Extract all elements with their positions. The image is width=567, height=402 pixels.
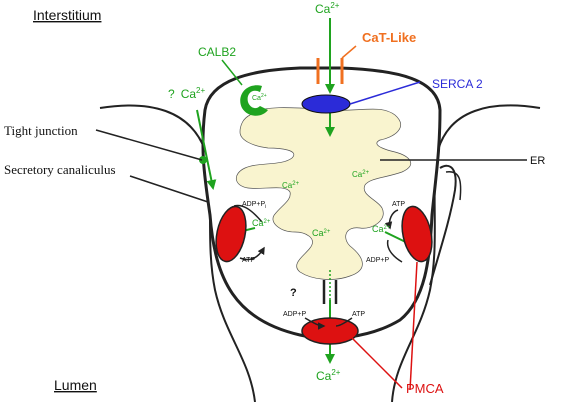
ca-right-pump: Ca2+	[372, 224, 391, 234]
right-adp-label: ADP+P	[366, 257, 389, 264]
bottom-atp-arc	[335, 317, 353, 327]
left-adp-label: ADP+Pi	[242, 201, 266, 210]
svg-text:Ca2+: Ca2+	[315, 1, 340, 16]
ca-left-pump: Ca2+	[252, 218, 271, 228]
right-atp-arc	[384, 209, 399, 230]
interstitium-label: Interstitium	[33, 7, 101, 23]
svg-text:Ca2+: Ca2+	[252, 218, 271, 228]
cat-like-channel	[316, 58, 344, 84]
ca-bottom: Ca2+	[316, 368, 341, 383]
left-adp-arc	[239, 246, 265, 261]
ca-top: Ca2+	[315, 1, 340, 16]
bottom-question-label: ?	[290, 287, 297, 299]
svg-text:ADP+Pi: ADP+Pi	[242, 201, 266, 210]
svg-text:Ca2+: Ca2+	[312, 228, 331, 238]
calb2-pointer	[221, 59, 243, 86]
tight-junction-dot	[199, 156, 207, 164]
secretory-canaliculus-pointer	[129, 175, 209, 203]
svg-text:Ca2+: Ca2+	[316, 368, 341, 383]
apical-channel	[322, 280, 338, 304]
svg-text:?Ca2+: ?Ca2+	[168, 86, 205, 101]
ca-er-1: Ca2+	[282, 181, 300, 190]
cat-like-pointer	[341, 45, 357, 59]
bottom-adp-label: ADP+P	[283, 311, 306, 318]
pmca-pointer-bottom	[351, 337, 403, 389]
pmca-pointer-right	[409, 261, 418, 391]
svg-text:Ca2+: Ca2+	[352, 170, 370, 179]
er-label: ER	[530, 155, 545, 167]
tight-junction-label: Tight junction	[4, 123, 78, 138]
ca-calb2: Ca2+	[252, 93, 267, 102]
ca-er-2: Ca2+	[352, 170, 370, 179]
svg-text:Ca2+: Ca2+	[282, 181, 300, 190]
serca2-pointer	[349, 81, 421, 105]
pmca-right	[401, 205, 433, 263]
serca2-label: SERCA 2	[432, 77, 483, 91]
paracellular-ca-arrow	[196, 109, 217, 190]
bottom-atp-label: ATP	[352, 311, 365, 318]
right-junction-line-a	[429, 164, 457, 286]
endoplasmic-reticulum	[236, 107, 412, 280]
right-outer-membrane	[391, 104, 541, 402]
svg-text:Ca2+: Ca2+	[252, 93, 267, 102]
right-junction-line-b	[445, 171, 462, 201]
pmca-label: PMCA	[406, 381, 444, 396]
left-atp-arc	[233, 204, 263, 223]
bottom-adp-arc	[304, 317, 326, 330]
lumen-label: Lumen	[54, 377, 97, 393]
tight-junction-pointer	[95, 129, 203, 161]
right-atp-label: ATP	[392, 201, 405, 208]
secretory-canaliculus-label: Secretory canaliculus	[4, 162, 116, 177]
right-adp-arc	[386, 239, 403, 263]
ca-er-3: Ca2+	[312, 228, 331, 238]
calb2-protein	[240, 85, 268, 116]
calb2-label: CALB2	[198, 45, 236, 59]
left-atp-label: ATP	[242, 257, 255, 264]
pmca-left	[215, 205, 247, 263]
ca-left: ?Ca2+	[168, 86, 205, 101]
svg-text:Ca2+: Ca2+	[372, 224, 391, 234]
cat-like-label: CaT-Like	[362, 30, 416, 45]
serca2-pump	[301, 94, 351, 114]
